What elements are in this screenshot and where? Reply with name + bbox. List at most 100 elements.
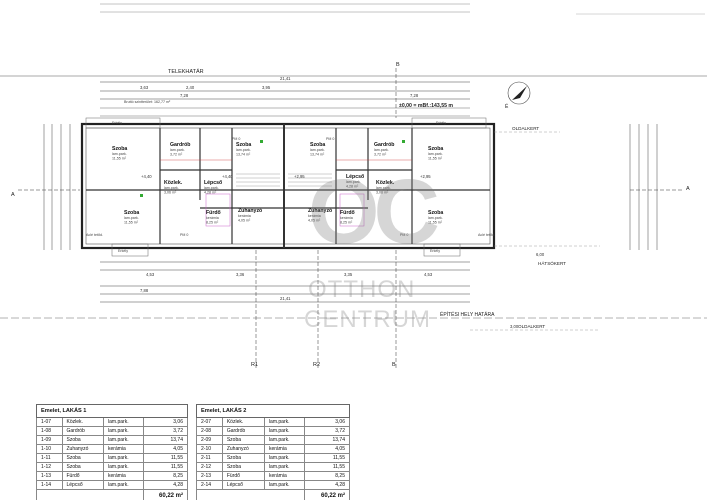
level-marker-3: +2,95 <box>294 174 305 179</box>
dim-total-top: 21,41 <box>280 76 291 81</box>
table-total-row: 60,22 m² <box>195 489 350 500</box>
terrace-label-1: Erkély <box>112 121 122 125</box>
dim-right-1: 4,53 <box>424 272 433 277</box>
room-name: Lépcső <box>61 480 105 490</box>
room-number: 2-07 <box>196 417 223 427</box>
room-name: Fürdő <box>221 471 265 481</box>
room-area: 13,74 <box>142 435 189 445</box>
room-number: 2-08 <box>196 426 223 436</box>
room-number: 2-14 <box>196 480 223 490</box>
room-floor: lam.park. <box>428 152 443 156</box>
room-number: 2-12 <box>196 462 223 472</box>
room-area: 13,74 m² <box>236 153 251 157</box>
room-area: 4,28 m² <box>346 185 359 189</box>
room-number: 1-08 <box>36 426 63 436</box>
room-number: 1-10 <box>36 444 63 454</box>
room-area: 11,55 m² <box>124 221 139 225</box>
room-area: 11,55 m² <box>112 157 127 161</box>
north-arrow-icon <box>507 81 531 105</box>
room-area: 11,55 m² <box>428 157 443 161</box>
dim-left-1: 4,53 <box>146 272 155 277</box>
dim-setback: 6,00 <box>536 252 545 257</box>
room-number: 1-11 <box>36 453 63 463</box>
room-number: 1-07 <box>36 417 63 427</box>
room-area: 3,06 m² <box>164 191 177 195</box>
level-marker-2: +4,40 <box>222 174 233 179</box>
room-name: Zuhanyzó <box>308 208 332 214</box>
room-name: Gardrób <box>374 142 394 148</box>
room-area: 13,74 m² <box>310 153 325 157</box>
dim-setback-2: 3,00 <box>510 324 519 329</box>
building-line-label: ÉPÍTÉSI HELY HATÁRA <box>440 311 495 318</box>
room-area: 11,55 <box>142 462 189 472</box>
pm-label-3: PM 0 <box>326 137 334 141</box>
room-floor: lam.park. <box>310 148 325 152</box>
floor-finish: lam.park. <box>263 453 306 463</box>
floor-finish: lam.park. <box>263 417 306 427</box>
level-marker-4: +2,95 <box>420 174 431 179</box>
room-floor: lam.park. <box>376 186 391 190</box>
dim-half-right: 7,28 <box>410 93 419 98</box>
room-name: Zuhanyzó <box>61 444 105 454</box>
elevation-label: ±0,00 = mBf.:143,55 m <box>399 103 453 109</box>
room-name: Szoba <box>236 142 251 148</box>
room-name: Szoba <box>61 435 105 445</box>
room-area: 11,55 <box>304 453 350 463</box>
room-name: Szoba <box>221 462 265 472</box>
room-name: Szoba <box>221 435 265 445</box>
side-garden-label: OLDALKERT <box>512 126 539 131</box>
room-floor: lam.park. <box>112 152 127 156</box>
room-name: Fürdő <box>61 471 105 481</box>
room-area: 3,72 m² <box>170 153 183 157</box>
room-floor: kerámia <box>308 214 321 218</box>
room-area: 3,06 <box>142 417 189 427</box>
room-name: Szoba <box>310 142 325 148</box>
room-name: Szoba <box>61 453 105 463</box>
room-number: 2-13 <box>196 471 223 481</box>
floor-finish: lam.park. <box>263 462 306 472</box>
floor-finish: lam.park. <box>263 426 306 436</box>
section-a-right: A <box>686 186 690 192</box>
room-area: 11,55 <box>142 453 189 463</box>
floor-finish: lam.park. <box>263 435 306 445</box>
floor-finish: lam.park. <box>263 480 306 490</box>
room-floor: lam.park. <box>170 148 185 152</box>
room-name: Lépcső <box>221 480 265 490</box>
section-r1: R1 <box>251 362 258 368</box>
table-title: Emelet, LAKÁS 2 <box>196 404 350 418</box>
floor-finish: kerámia <box>103 471 144 481</box>
room-name: Gardrób <box>61 426 105 436</box>
room-floor: lam.park. <box>428 216 443 220</box>
floor-finish: lam.park. <box>103 480 144 490</box>
room-name: Gardrób <box>170 142 190 148</box>
room-name: Szoba <box>428 146 443 152</box>
room-area: 3,72 <box>304 426 350 436</box>
attic-label-1: Aclé tetőd. <box>86 233 103 237</box>
floor-finish: lam.park. <box>103 453 144 463</box>
room-number: 1-13 <box>36 471 63 481</box>
room-area: 4,28 <box>142 480 189 490</box>
room-floor: lam.park. <box>346 180 361 184</box>
dim-total-bottom: 21,41 <box>280 296 291 301</box>
room-floor: lam.park. <box>124 216 139 220</box>
